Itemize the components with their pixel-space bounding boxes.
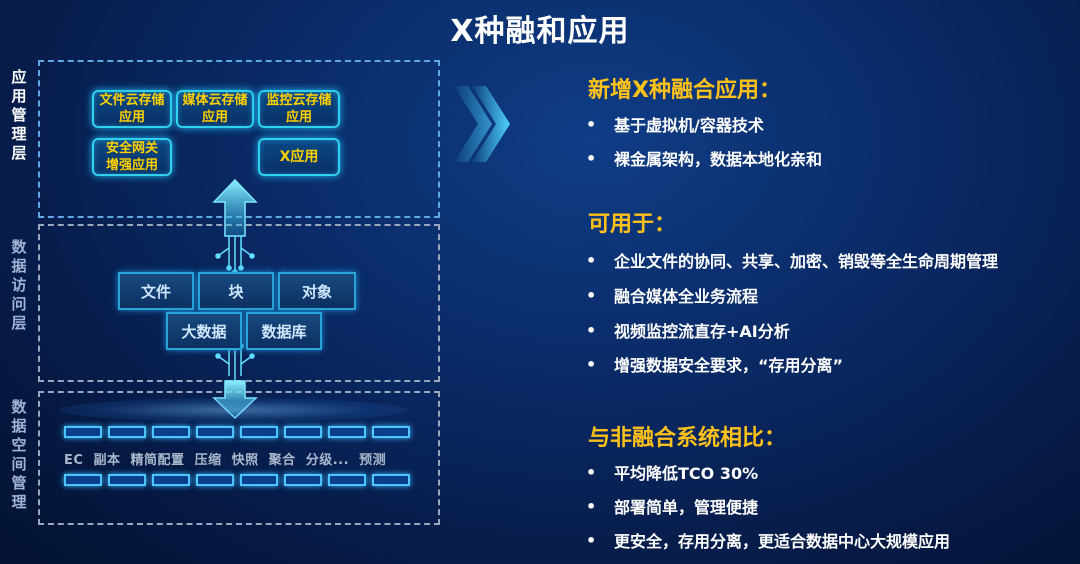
disk-icon: [372, 474, 410, 486]
bullet-dot: •: [586, 250, 597, 270]
bullet-dot: •: [586, 496, 597, 516]
access-database: 数据库: [246, 312, 322, 350]
layer-label-space: 数据空间管理: [11, 398, 27, 511]
app-monitor-cloud-storage: 监控云存储 应用: [258, 90, 340, 128]
app-media-cloud-storage: 媒体云存储 应用: [176, 90, 254, 128]
access-bigdata: 大数据: [166, 312, 242, 350]
bullet-item: • 裸金属架构，数据本地化亲和: [586, 146, 822, 170]
access-object: 对象: [278, 272, 356, 310]
layer-label-access: 数据访问层: [11, 238, 27, 332]
access-file: 文件: [118, 272, 194, 310]
bullet-dot: •: [586, 354, 597, 374]
bullet-item: • 平均降低TCO 30%: [586, 460, 758, 484]
app-x: X应用: [258, 138, 340, 176]
disk-icon: [64, 474, 102, 486]
slide-title: X种融和应用: [450, 14, 630, 49]
bullet-dot: •: [586, 320, 597, 340]
bullet-dot: •: [586, 530, 597, 550]
bullet-item: • 企业文件的协同、共享、加密、销毁等全生命周期管理: [586, 248, 998, 272]
disk-icon: [372, 426, 410, 438]
bullet-text: 平均降低TCO 30%: [614, 464, 759, 483]
bullet-text: 基于虚拟机/容器技术: [614, 116, 764, 135]
bullet-text: 视频监控流直存+AI分析: [614, 322, 790, 341]
section-heading-new-apps: 新增X种融合应用：: [588, 78, 781, 103]
bullet-text: 企业文件的协同、共享、加密、销毁等全生命周期管理: [614, 252, 999, 271]
storage-features: EC 副本 精简配置 压缩 快照 聚合 分级... 预测: [64, 453, 387, 468]
bullet-item: • 基于虚拟机/容器技术: [586, 112, 764, 136]
storage-platform-glow: [60, 398, 408, 422]
disk-icon: [108, 474, 146, 486]
app-security-gateway: 安全网关 增强应用: [92, 138, 172, 176]
disk-icon: [196, 426, 234, 438]
app-file-cloud-storage: 文件云存储 应用: [92, 90, 172, 128]
bullet-dot: •: [586, 148, 597, 168]
bullet-text: 部署简单，管理便捷: [614, 498, 759, 517]
bullet-text: 融合媒体全业务流程: [614, 287, 759, 306]
bullet-dot: •: [586, 285, 597, 305]
disk-icon: [152, 474, 190, 486]
layer-label-app: 应用管理层: [11, 68, 27, 162]
disk-row-bottom: [64, 470, 410, 492]
bullet-dot: •: [586, 114, 597, 134]
bullet-text: 裸金属架构，数据本地化亲和: [614, 150, 823, 169]
section-heading-comparison: 与非融合系统相比：: [588, 426, 787, 451]
disk-icon: [328, 474, 366, 486]
disk-icon: [196, 474, 234, 486]
disk-icon: [108, 426, 146, 438]
bullet-text: 更安全，存用分离，更适合数据中心大规模应用: [614, 532, 951, 551]
bullet-item: • 增强数据安全要求，“存用分离”: [586, 352, 843, 376]
disk-row-top: [64, 422, 410, 444]
disk-icon: [152, 426, 190, 438]
disk-icon: [64, 426, 102, 438]
bullet-item: • 视频监控流直存+AI分析: [586, 318, 790, 342]
bullet-item: • 更安全，存用分离，更适合数据中心大规模应用: [586, 528, 950, 552]
disk-icon: [284, 426, 322, 438]
disk-icon: [240, 426, 278, 438]
bullet-text: 增强数据安全要求，“存用分离”: [614, 356, 844, 375]
bullet-item: • 部署简单，管理便捷: [586, 494, 758, 518]
bullet-item: • 融合媒体全业务流程: [586, 283, 758, 307]
disk-icon: [284, 474, 322, 486]
chevron-right-icon: [454, 86, 510, 162]
disk-icon: [240, 474, 278, 486]
section-heading-use-cases: 可用于：: [588, 212, 677, 237]
access-block: 块: [198, 272, 274, 310]
disk-icon: [328, 426, 366, 438]
bullet-dot: •: [586, 462, 597, 482]
